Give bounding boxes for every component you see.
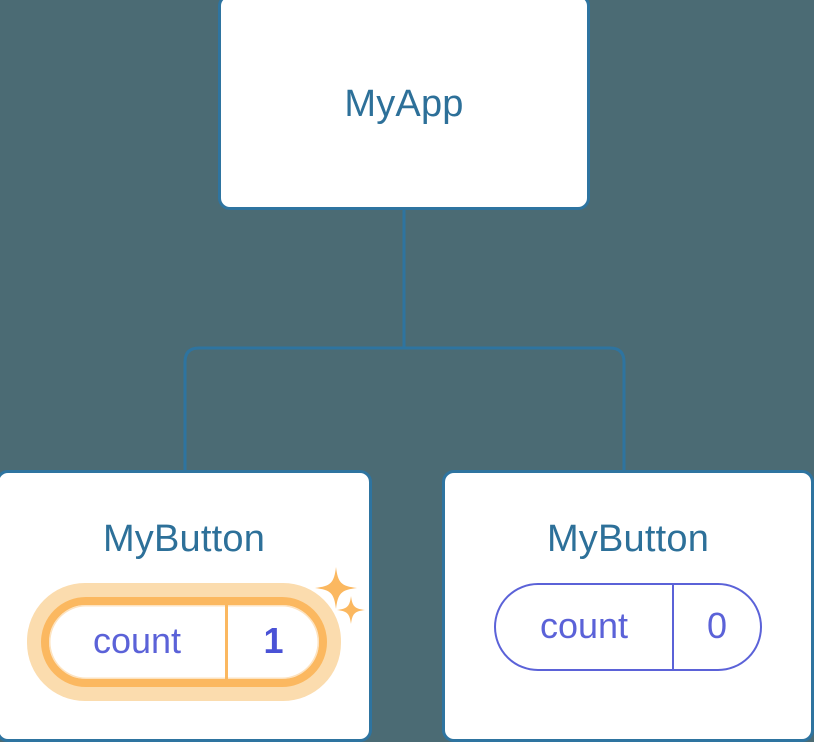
node-mybutton-right-label: MyButton xyxy=(546,518,710,560)
state-value-right: 0 xyxy=(672,585,760,669)
node-mybutton-right[interactable]: MyButton count 0 xyxy=(442,470,814,742)
state-pill-highlight-wrap: count 1 xyxy=(27,583,341,701)
node-mybutton-left[interactable]: MyButton count 1 xyxy=(0,470,372,742)
state-key-left: count xyxy=(92,620,182,661)
connector-left-branch xyxy=(183,346,404,470)
state-key-right: count xyxy=(539,605,629,646)
state-pill-right[interactable]: count 0 xyxy=(494,583,762,671)
sparkle-small-icon xyxy=(337,596,365,624)
node-mybutton-left-label: MyButton xyxy=(102,518,266,560)
connector-right-branch xyxy=(404,346,626,470)
state-value-left: 1 xyxy=(225,605,319,679)
state-pill-area-right: count 0 xyxy=(494,583,762,671)
node-myapp[interactable]: MyApp xyxy=(218,0,590,210)
state-pill-area-left: count 1 xyxy=(27,583,341,701)
node-myapp-label: MyApp xyxy=(344,83,464,125)
state-pill-left[interactable]: count 1 xyxy=(41,597,327,687)
